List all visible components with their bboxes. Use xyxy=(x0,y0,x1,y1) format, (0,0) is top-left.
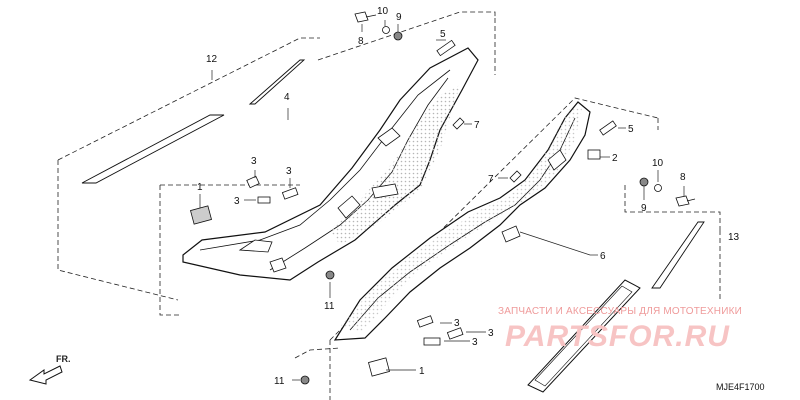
callout-8-top: 8 xyxy=(358,36,364,47)
callout-3-d: 3 xyxy=(454,318,460,329)
callout-1-bottom: 1 xyxy=(419,366,425,377)
callout-5-right: 5 xyxy=(628,124,634,135)
callout-labels: 10 9 8 5 12 4 7 3 3 3 1 11 5 2 7 10 8 9 … xyxy=(197,6,740,387)
small-hardware xyxy=(190,11,696,385)
front-arrow-icon xyxy=(28,365,63,385)
emblem-decal-13 xyxy=(651,221,705,289)
callout-3-a: 3 xyxy=(251,156,257,167)
callout-4: 4 xyxy=(284,92,290,103)
callout-9-right: 9 xyxy=(641,203,647,214)
callout-1-top: 1 xyxy=(197,182,203,193)
callout-11-bottom: 11 xyxy=(274,376,285,387)
leader-lines xyxy=(199,20,685,381)
callout-8-right: 8 xyxy=(680,172,686,183)
front-direction-label: FR. xyxy=(56,354,71,364)
callout-11-mid: 11 xyxy=(324,301,335,312)
watermark: ЗАПЧАСТИ И АКСЕССУАРЫ ДЛЯ МОТОТЕХНИКИ PA… xyxy=(498,306,742,353)
right-side-cover xyxy=(333,101,591,341)
callout-3-f: 3 xyxy=(472,337,478,348)
callout-9-top: 9 xyxy=(396,12,402,23)
callout-3-c: 3 xyxy=(234,196,240,207)
callout-2: 2 xyxy=(612,153,618,164)
callout-13: 13 xyxy=(728,232,740,243)
callout-10-right: 10 xyxy=(652,158,664,169)
left-side-cover xyxy=(182,47,479,281)
front-direction-indicator: FR. xyxy=(28,354,71,385)
callout-3-e: 3 xyxy=(488,328,494,339)
callout-6: 6 xyxy=(600,251,606,262)
callout-7-left: 7 xyxy=(474,120,480,131)
callout-10-top: 10 xyxy=(377,6,389,17)
callout-3-b: 3 xyxy=(286,166,292,177)
watermark-caption: ЗАПЧАСТИ И АКСЕССУАРЫ ДЛЯ МОТОТЕХНИКИ xyxy=(498,306,742,317)
diagram-code: MJE4F1700 xyxy=(716,382,765,392)
callout-7-right: 7 xyxy=(488,174,494,185)
callout-12: 12 xyxy=(206,54,218,65)
side-stripe-decal xyxy=(81,59,306,184)
watermark-brand: PARTSFOR.RU xyxy=(505,320,730,353)
model-lettering-decal xyxy=(527,279,641,393)
callout-5-top: 5 xyxy=(440,29,446,40)
